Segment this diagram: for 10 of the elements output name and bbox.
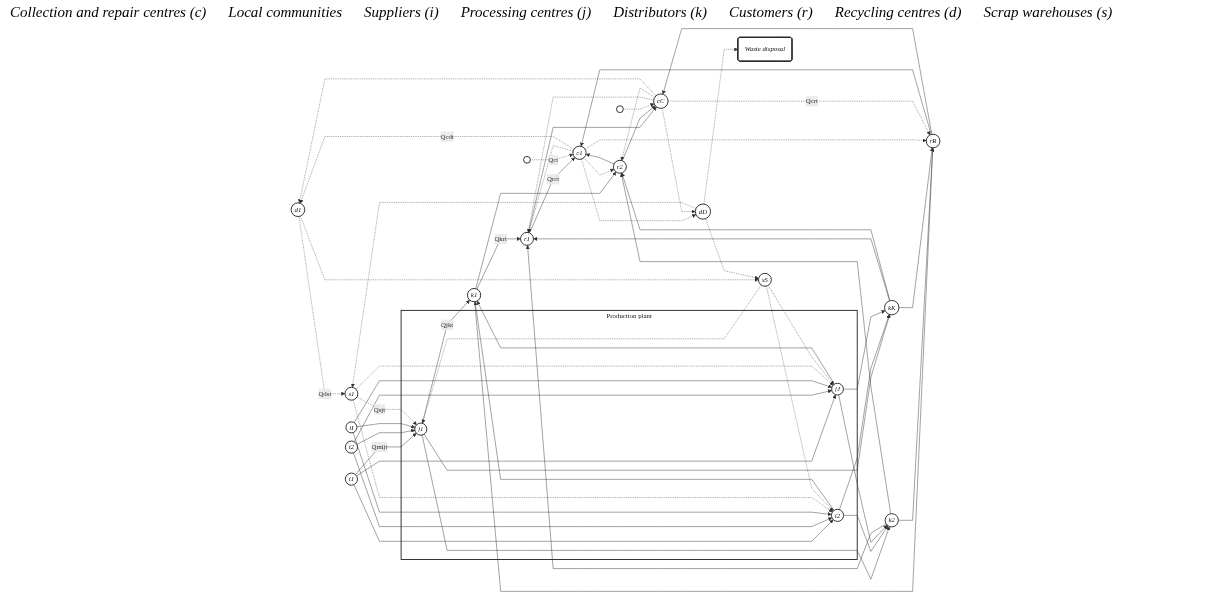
- group-label: Recycling centres (d): [834, 4, 962, 21]
- group-label: Distributors (k): [613, 4, 707, 21]
- group-label: Suppliers (i): [364, 4, 439, 21]
- group-label: Collection and repair centres (c): [10, 4, 207, 21]
- node-circle: [616, 105, 624, 114]
- group-label: Local communities: [228, 4, 343, 21]
- node-circle: [523, 155, 531, 164]
- group-label: Scrap warehouses (s): [983, 4, 1113, 21]
- group-label: Customers (r): [728, 4, 813, 21]
- group-label: Processing centres (j): [460, 4, 592, 21]
